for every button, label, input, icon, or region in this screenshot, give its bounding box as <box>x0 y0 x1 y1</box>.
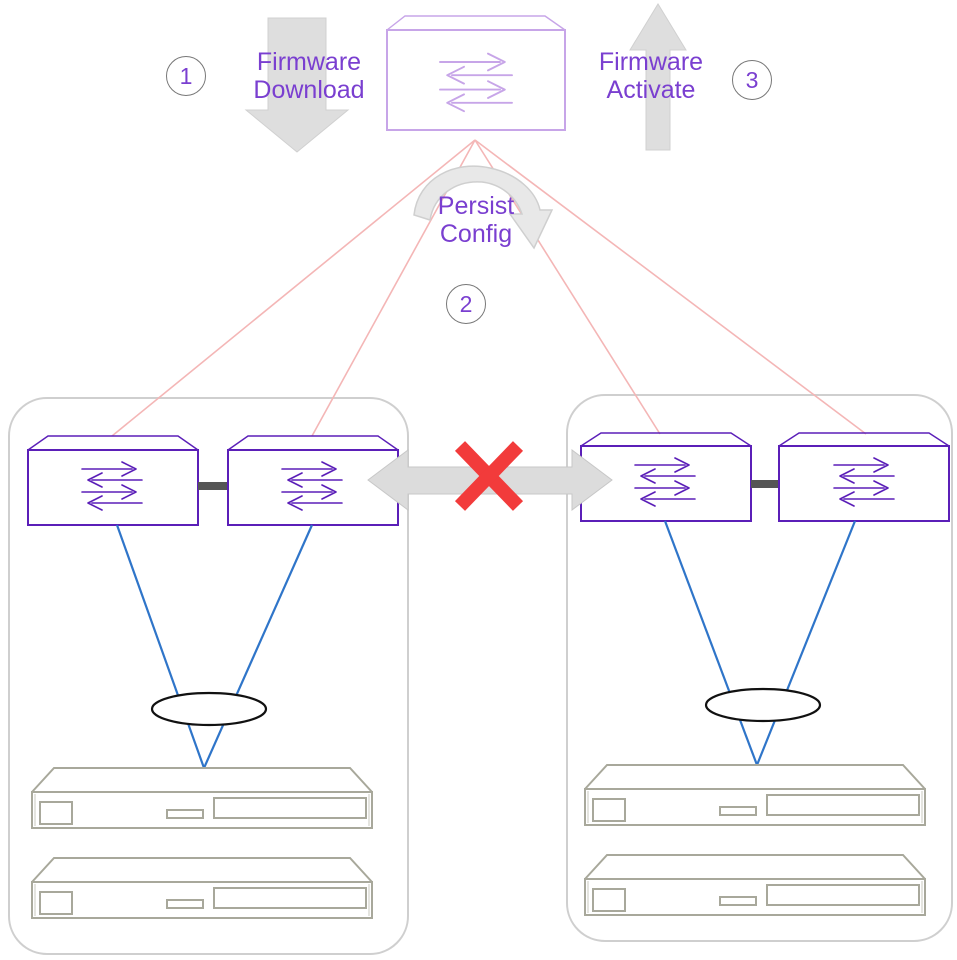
download-label-line1: Firmware <box>256 48 362 76</box>
left-group-box <box>8 397 409 955</box>
left-switch-b <box>227 435 399 526</box>
right-lag-ellipse-icon <box>704 687 822 723</box>
downlinks <box>115 520 857 769</box>
right-switch-b <box>778 432 950 522</box>
left-server-bottom <box>31 857 373 919</box>
persist-label-line2: Config <box>439 220 513 248</box>
red-x-icon <box>454 441 524 511</box>
right-mlag-link <box>751 480 779 488</box>
persist-label-line1: Persist <box>437 192 515 220</box>
left-switch-a <box>27 435 199 526</box>
right-group-box <box>566 394 953 942</box>
download-label-line2: Download <box>253 76 365 104</box>
controller-switch <box>386 15 566 131</box>
download-arrow-icon <box>244 17 350 153</box>
step-3-badge: 3 <box>732 60 772 100</box>
firmware-download-label: Firmware Download <box>228 48 390 104</box>
step-2-badge: 2 <box>446 284 486 324</box>
activate-label-line1: Firmware <box>598 48 704 76</box>
activate-label-line2: Activate <box>606 76 696 104</box>
uplinks <box>111 139 867 437</box>
persist-config-label: Persist Config <box>414 192 538 248</box>
firmware-activate-label: Firmware Activate <box>576 48 726 104</box>
right-server-bottom <box>584 854 926 916</box>
right-server-top <box>584 764 926 826</box>
step-1-badge: 1 <box>166 56 206 96</box>
activate-arrow-icon <box>629 3 687 151</box>
persist-cycle-arrow-icon <box>413 165 554 250</box>
left-server-top <box>31 767 373 829</box>
left-mlag-link <box>198 482 228 490</box>
left-lag-ellipse-icon <box>150 691 268 727</box>
